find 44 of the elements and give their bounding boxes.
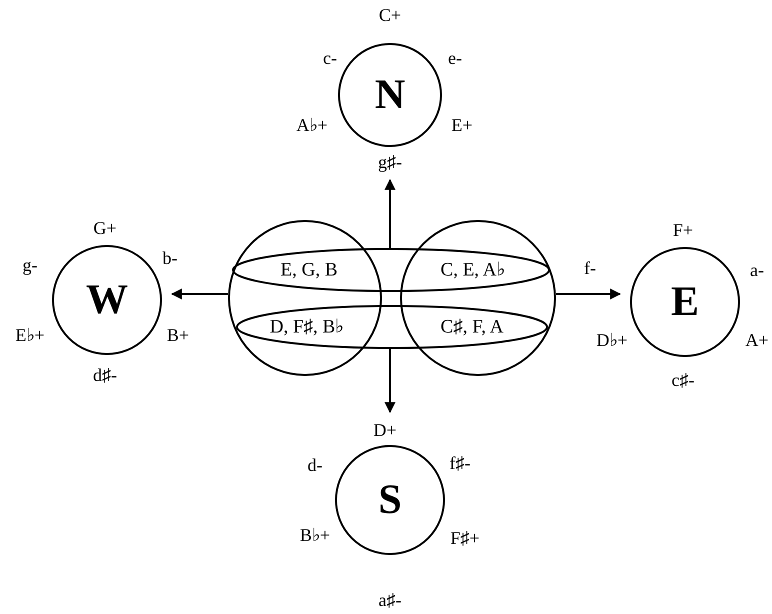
chord-label: D♭+ [596,331,628,349]
compass-circle [335,445,445,555]
chord-ellipse [236,305,548,349]
chord-label: a- [750,261,764,279]
chord-label: A+ [745,331,769,349]
chord-label: G+ [93,219,117,237]
pitch-set-label: E, G, B [280,260,338,280]
set-circle [400,220,556,376]
chord-label: B♭+ [300,526,330,544]
chord-label: F♯+ [450,529,480,547]
pitch-set-label: D, F♯, B♭ [270,318,344,336]
chord-label: d♯- [93,366,117,384]
arrow [170,288,228,300]
chord-label: A♭+ [296,116,328,134]
region-letter: E [670,278,700,327]
chord-label: a♯- [378,591,402,609]
region-letter: S [377,476,403,525]
chord-label: f- [584,259,596,277]
pitch-set-label: C♯, F, A [440,318,504,336]
chord-label: c- [323,49,337,67]
arrow [384,178,396,248]
chord-label: B+ [166,326,190,344]
compass-circle [630,247,740,357]
chord-label: b- [162,249,178,267]
compass-circle [338,43,442,147]
region-letter: N [374,71,406,120]
chord-label: f♯- [450,454,470,472]
chord-label: c♯- [672,371,694,389]
chord-label: d- [308,456,322,474]
chord-label: E♭+ [15,326,45,344]
chord-label: D+ [373,421,397,439]
chord-label: E+ [451,116,473,134]
pitch-set-label: C, E, A♭ [440,260,506,280]
arrow [384,349,396,414]
chord-label: e- [448,49,462,67]
compass-circle [52,245,162,355]
chord-label: C+ [378,6,402,24]
arrow [556,288,622,300]
set-circle [228,220,382,376]
region-letter: W [85,276,129,325]
chord-label: g♯- [378,153,402,171]
chord-ellipse [232,248,550,292]
chord-label: g- [22,256,38,274]
chord-label: F+ [672,221,694,239]
